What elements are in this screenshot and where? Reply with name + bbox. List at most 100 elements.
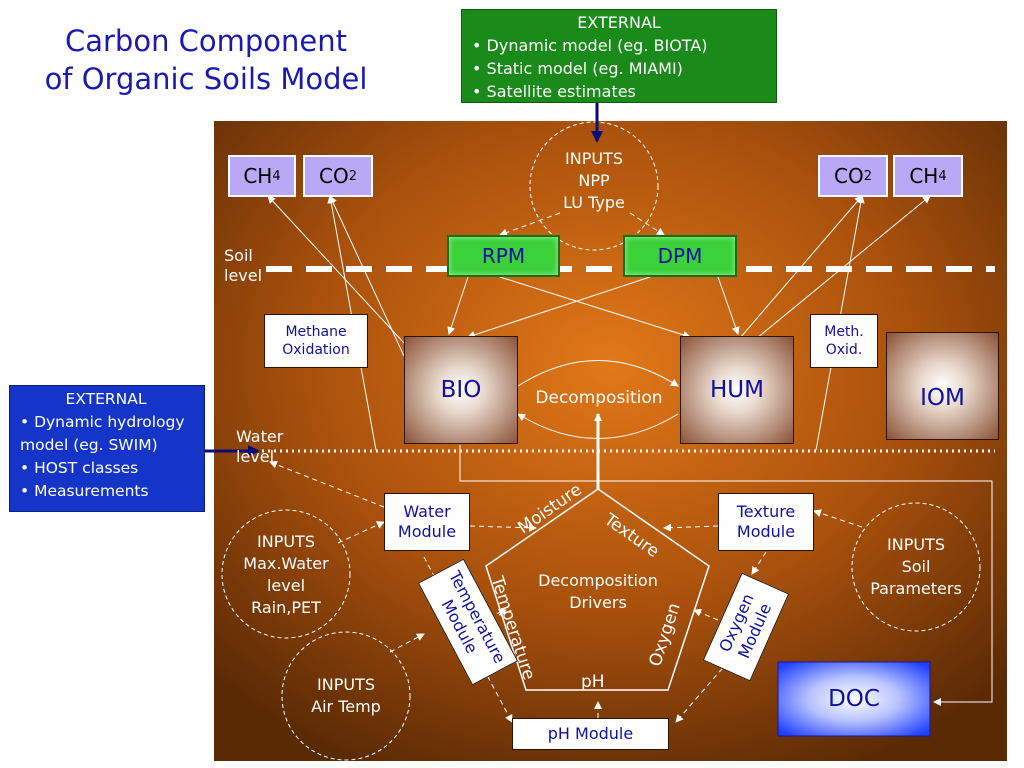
dpm-pool: DPM (623, 235, 737, 277)
decomposition-label: Decomposition (535, 388, 663, 408)
soil-level-line-2: level (224, 266, 263, 285)
ph-module: pH Module (512, 718, 669, 750)
co2-left-label: CO (319, 164, 349, 188)
inputs-water-circle (221, 509, 351, 639)
inputs-air-circle (281, 631, 411, 761)
external-left-box: EXTERNAL Dynamic hydrology model (eg. SW… (9, 385, 205, 512)
inputs-water-label: INPUTS Max.Water level Rain,PET (226, 531, 346, 619)
inputs-air-heading: INPUTS (317, 675, 375, 694)
rpm-to-bio-arrow (447, 276, 469, 335)
external-left-item: Dynamic hydrology model (eg. SWIM) (20, 411, 204, 457)
external-left-list: Dynamic hydrology model (eg. SWIM) HOST … (20, 411, 204, 503)
inputs-npp-circle (529, 121, 659, 251)
dpm-to-bio-arrow (467, 276, 651, 339)
inputs-npp-line: NPP (578, 171, 610, 190)
methane-oxidation-line-2: Oxidation (282, 342, 350, 358)
texture-to-drivers-arrow (663, 523, 719, 532)
page-title: Carbon Component of Organic Soils Model (0, 22, 412, 98)
external-left-item: HOST classes (20, 457, 204, 480)
inputs-soil-circle (851, 502, 981, 632)
external-top-item: Static model (eg. MIAMI) (472, 57, 776, 80)
inputs-water-heading: INPUTS (257, 532, 315, 551)
oxygen-to-drivers-arrow (693, 609, 719, 621)
doc-box-bg (777, 661, 931, 737)
texture-module: Texture Module (718, 493, 814, 551)
inputs-water-line: level (266, 576, 306, 595)
drivers-center-label: Decomposition Drivers (518, 570, 678, 614)
hum-to-ch4-arrow (739, 195, 931, 353)
water-module: Water Module (384, 493, 470, 551)
water-level-line-1: Water (236, 427, 284, 446)
inputs-npp-label: INPUTS NPP LU Type (534, 148, 654, 214)
water-level-line-2: level (236, 447, 275, 466)
title-line-1: Carbon Component (64, 24, 348, 58)
inputs-soil-label: INPUTS Soil Parameters (856, 534, 976, 600)
meth-oxid-line-2: Oxid. (825, 342, 863, 358)
methane-oxidation-line-1: Methane (285, 324, 347, 340)
texture-module-line-2: Module (736, 522, 796, 541)
texture-to-oxygen-arrow (751, 551, 767, 575)
soil-level-line-1: Soil (224, 246, 253, 265)
water-module-to-level-arrow (269, 460, 385, 508)
hum-pool: HUM (680, 336, 794, 444)
ch4-left-label: CH (243, 164, 273, 188)
iom-pool: IOM (886, 332, 999, 440)
ch4-right-subscript: 4 (938, 168, 947, 184)
co2-left-subscript: 2 (348, 168, 357, 184)
oxygen-to-ph-arrow (675, 647, 741, 723)
doc-pool: DOC (828, 686, 880, 712)
inputs-lu-line: LU Type (563, 193, 625, 212)
co2-right-subscript: 2 (863, 168, 872, 184)
inputs-air-label: INPUTS Air Temp (286, 674, 406, 718)
bio-to-hum-arrow (517, 360, 679, 387)
bio-to-co2-arrow (329, 195, 405, 357)
drivers-center-line-2: Drivers (569, 593, 627, 612)
water-module-line-2: Module (397, 522, 457, 541)
rpm-pool: RPM (447, 235, 560, 277)
dpm-to-hum-arrow (717, 276, 740, 335)
npp-to-rpm-arrow (499, 212, 561, 237)
methane-oxidation-box: Methane Oxidation (264, 314, 368, 368)
co2-right-label: CO (834, 164, 864, 188)
hum-to-co2-arrow (739, 195, 863, 339)
npp-to-dpm-arrow (629, 212, 665, 236)
flux-arrows (267, 195, 993, 706)
external-top-item: Dynamic model (eg. BIOTA) (472, 34, 776, 57)
inputs-soil-heading: INPUTS (887, 535, 945, 554)
external-top-heading: EXTERNAL (577, 13, 661, 32)
inputs-air-line: Air Temp (311, 697, 381, 716)
rpm-to-hum-arrow (499, 276, 691, 339)
to-doc-arrow (459, 445, 993, 706)
water-module-line-1: Water (403, 502, 451, 521)
driver-ph: pH (581, 672, 605, 692)
meth-oxid-line-1: Meth. (824, 324, 864, 340)
external-top-item: Satellite estimates (472, 80, 776, 103)
model-panel (214, 121, 1007, 761)
meth-oxid-box: Meth. Oxid. (810, 314, 878, 368)
inputs-npp-heading: INPUTS (565, 149, 623, 168)
air-temp-inputs-arrow (389, 633, 425, 653)
soil-level-label: Soil level (224, 246, 262, 286)
ch4-right-label: CH (909, 164, 939, 188)
external-left-item: Measurements (20, 480, 204, 503)
external-top-list: Dynamic model (eg. BIOTA) Static model (… (472, 34, 776, 103)
inputs-water-line: Max.Water (243, 554, 329, 573)
water-to-moisture-arrow (469, 523, 537, 532)
inputs-soil-line: Parameters (870, 579, 962, 598)
water-level-label: Water level (236, 427, 283, 467)
bio-to-ch4-arrow (267, 195, 405, 344)
bio-pool: BIO (404, 336, 518, 444)
input-arrows (269, 212, 863, 723)
inputs-water-line: Rain,PET (251, 598, 321, 617)
drivers-center-line-1: Decomposition (538, 571, 658, 590)
texture-module-line-1: Texture (736, 502, 796, 521)
title-line-2: of Organic Soils Model (44, 62, 368, 96)
external-left-heading: EXTERNAL (65, 390, 147, 408)
inputs-soil-line: Soil (901, 557, 931, 576)
external-top-box: EXTERNAL Dynamic model (eg. BIOTA) Stati… (461, 9, 777, 103)
